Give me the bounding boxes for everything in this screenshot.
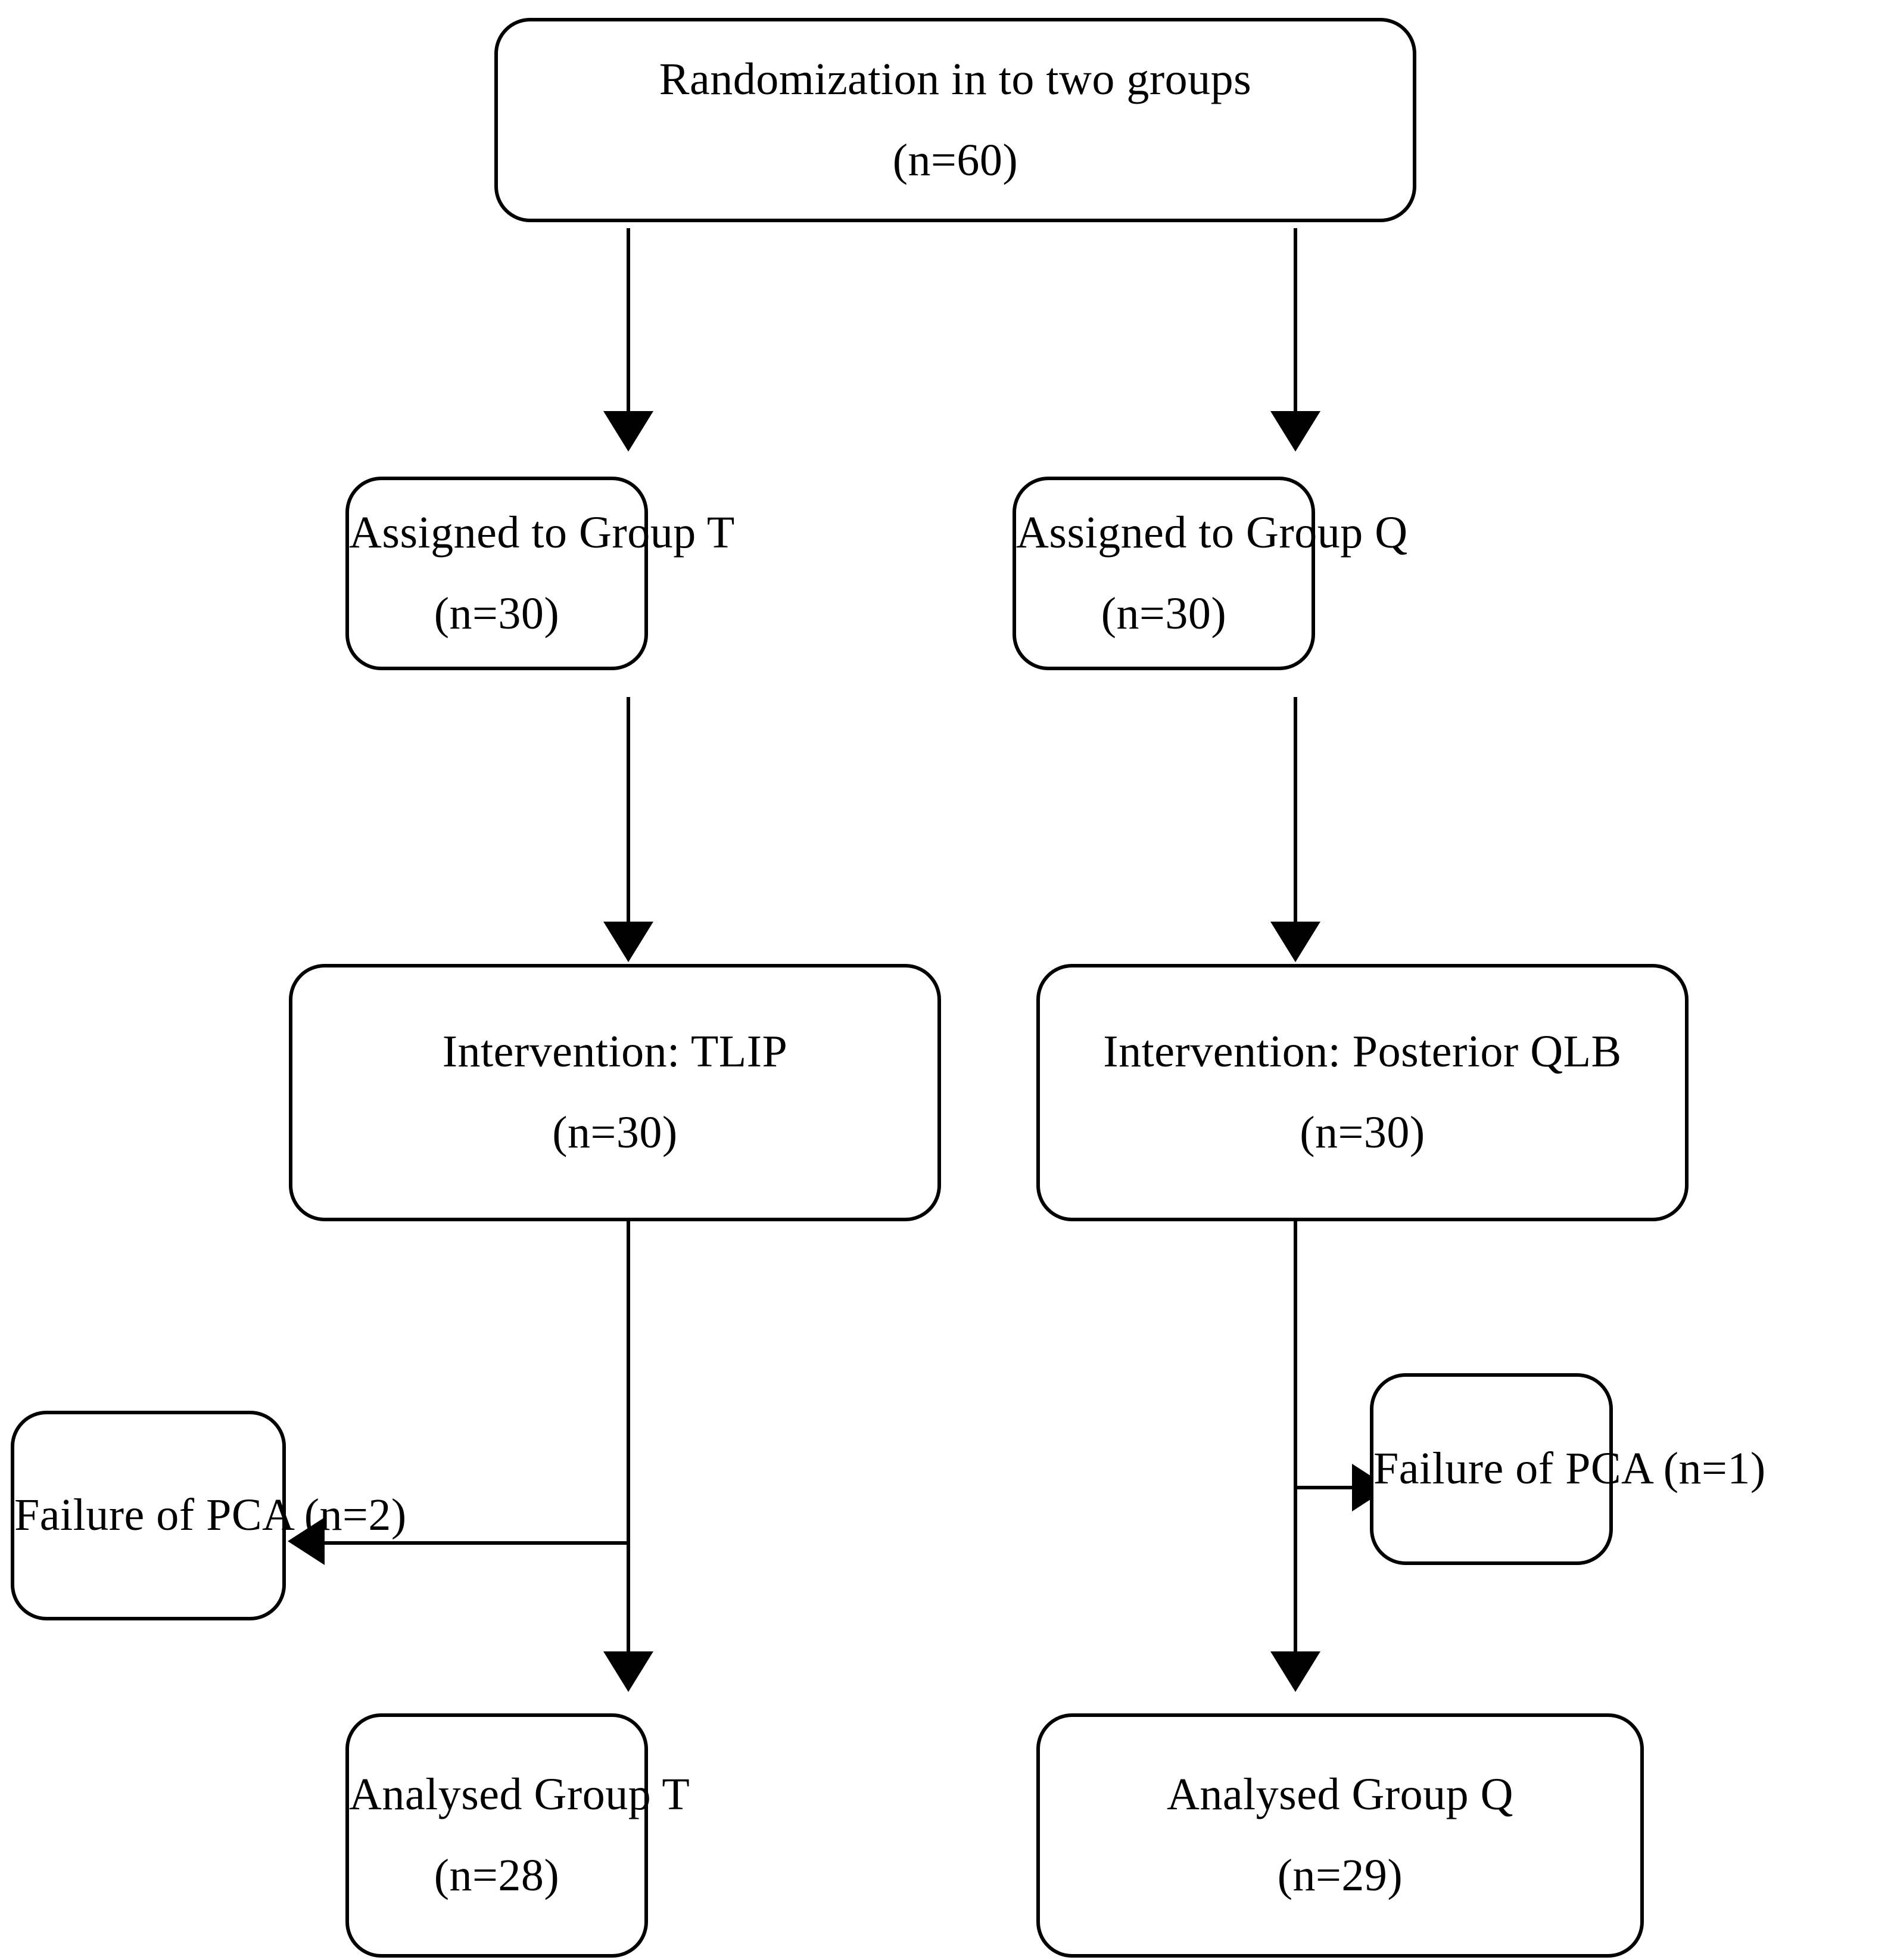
arrowhead-randomization-to-assigned-t — [603, 411, 653, 452]
connector-intervention-t-trunk — [627, 1200, 630, 1656]
node-intervention-tlip-line2: (n=30) — [552, 1107, 678, 1158]
connector-randomization-to-assigned-q — [1294, 228, 1297, 416]
connector-intervention-q-to-failure-q — [1295, 1486, 1391, 1489]
arrowhead-intervention-t-to-failure-t — [288, 1517, 325, 1565]
node-intervention-tlip-line1: Intervention: TLIP — [442, 1026, 788, 1077]
node-analysed-group-t-line2: (n=28) — [434, 1850, 560, 1900]
connector-intervention-t-to-failure-t — [325, 1541, 628, 1545]
node-analysed-group-t-line1: Analysed Group T — [349, 1769, 690, 1820]
node-failure-of-pca-t-line1: Failure of PCA (n=2) — [14, 1490, 407, 1541]
node-analysed-group-q: Analysed Group Q (n=29) — [1036, 1713, 1644, 1958]
node-randomization-line2: (n=60) — [892, 135, 1018, 185]
node-analysed-group-t: Analysed Group T (n=28) — [345, 1713, 690, 1958]
arrowhead-intervention-q-to-analysed-q — [1270, 1651, 1320, 1692]
node-failure-of-pca-q: Failure of PCA (n=1) — [1370, 1373, 1766, 1565]
node-failure-of-pca-t: Failure of PCA (n=2) — [11, 1411, 407, 1620]
node-analysed-group-q-line1: Analysed Group Q — [1166, 1769, 1514, 1820]
node-assigned-group-t: Assigned to Group T (n=30) — [345, 477, 735, 670]
arrowhead-assigned-t-to-intervention-t — [603, 922, 653, 962]
connector-randomization-to-assigned-t — [627, 228, 630, 416]
arrowhead-intervention-t-to-analysed-t — [603, 1651, 653, 1692]
connector-assigned-q-to-intervention-q — [1294, 697, 1297, 926]
node-failure-of-pca-q-line1: Failure of PCA (n=1) — [1373, 1443, 1766, 1494]
node-assigned-group-q-line2: (n=30) — [1101, 588, 1227, 639]
node-analysed-group-q-line2: (n=29) — [1277, 1850, 1403, 1900]
connector-assigned-t-to-intervention-t — [627, 697, 630, 926]
connector-intervention-q-trunk — [1294, 1200, 1297, 1656]
node-intervention-posterior-qlb-line1: Intervention: Posterior QLB — [1103, 1026, 1622, 1077]
node-assigned-group-q-line1: Assigned to Group Q — [1016, 507, 1408, 558]
node-intervention-tlip: Intervention: TLIP (n=30) — [289, 964, 941, 1221]
node-intervention-posterior-qlb-line2: (n=30) — [1300, 1107, 1425, 1158]
arrowhead-assigned-q-to-intervention-q — [1270, 922, 1320, 962]
node-randomization: Randomization in to two groups (n=60) — [494, 18, 1416, 222]
node-randomization-line1: Randomization in to two groups — [659, 54, 1252, 104]
arrowhead-randomization-to-assigned-q — [1270, 411, 1320, 452]
node-assigned-group-t-line2: (n=30) — [434, 588, 560, 639]
node-assigned-group-q: Assigned to Group Q (n=30) — [1013, 477, 1408, 670]
node-intervention-posterior-qlb: Intervention: Posterior QLB (n=30) — [1036, 964, 1689, 1221]
node-assigned-group-t-line1: Assigned to Group T — [349, 507, 735, 558]
